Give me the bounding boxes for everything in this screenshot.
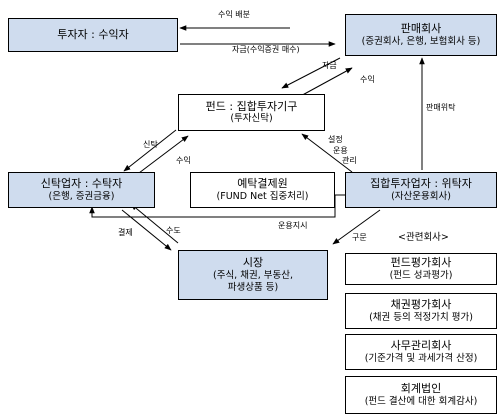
related-item-title: 펀드평가회사 xyxy=(390,256,452,270)
label-profit-sales: 수익 xyxy=(360,75,375,84)
investor-box: 투자자 : 수익자 xyxy=(8,18,178,52)
arrow-setup xyxy=(301,133,353,173)
arrow-profit-to-trustee xyxy=(134,135,189,177)
related-item-bond-rating: 채권평가회사 (채권 등의 적정가치 평가) xyxy=(345,293,497,329)
fund-box: 펀드 : 집합투자기구 (투자신탁) xyxy=(178,94,325,131)
related-item-sub: (펀드 결산에 대한 회계감사) xyxy=(364,395,478,407)
depository-title: 예탁결제원 xyxy=(237,177,288,191)
arrow-fund-to-fund xyxy=(281,57,341,89)
related-item-title: 사무관리회사 xyxy=(390,339,452,353)
arrow-outsourcing xyxy=(332,209,381,245)
related-item-sub: (펀드 성과평가) xyxy=(389,269,453,281)
related-item-sub: (채권 등의 적정가치 평가) xyxy=(369,311,473,323)
market-line3: 파생상품 등) xyxy=(227,281,279,293)
trustee-title: 신탁업자 : 수탁자 xyxy=(40,177,123,191)
related-item-sub: (기준가격 및 과세가격 산정) xyxy=(364,352,478,364)
sales-company-box: 판매회사 (증권회사, 은행, 보험회사 등) xyxy=(345,14,497,56)
label-trust: 신탁 xyxy=(143,140,158,149)
depository-sub: (FUND Net 집중처리) xyxy=(216,190,309,202)
market-line2: (주식, 채권, 부동산, xyxy=(213,270,293,281)
label-payment: 자금(수익증권 매수) xyxy=(232,45,300,54)
trustee-box: 신탁업자 : 수탁자 (은행, 증권금융) xyxy=(8,172,155,208)
related-item-admin: 사무관리회사 (기준가격 및 과세가격 산정) xyxy=(345,334,497,370)
depository-box: 예탁결제원 (FUND Net 집중처리) xyxy=(190,172,335,208)
market-box: 시장 (주식, 채권, 부동산, 파생상품 등) xyxy=(178,250,328,300)
label-profit-trust: 수익 xyxy=(176,156,191,165)
related-item-accounting: 회계법인 (펀드 결산에 대한 회계감사) xyxy=(345,376,497,414)
label-sales-delegation: 판매위탁 xyxy=(426,103,456,112)
asset-manager-box: 집합투자업자 : 위탁자 (자산운용회사) xyxy=(345,172,497,208)
related-item-fund-rating: 펀드평가회사 (펀드 성과평가) xyxy=(345,253,497,285)
asset-manager-sub: (자산운용회사) xyxy=(391,190,451,202)
fund-sub: (투자신탁) xyxy=(230,113,273,125)
asset-manager-title: 집합투자업자 : 위탁자 xyxy=(370,177,472,191)
sales-company-sub: (증권회사, 은행, 보험회사 등) xyxy=(361,35,481,47)
label-outsourcing: 구문 xyxy=(352,233,367,242)
label-setup-3: 관리 xyxy=(342,156,357,165)
market-title: 시장 xyxy=(242,256,264,270)
related-item-title: 채권평가회사 xyxy=(390,298,452,312)
arrow-trust xyxy=(123,129,177,172)
label-setup-2: 운용 xyxy=(333,146,348,155)
label-operating-instruction: 운용지시 xyxy=(278,221,308,230)
related-item-title: 회계법인 xyxy=(400,382,442,396)
arrow-operating-instruction xyxy=(89,194,345,218)
label-delivery: 수도 xyxy=(166,226,181,235)
arrow-profit-to-sales xyxy=(296,67,353,99)
label-setup-1: 설정 xyxy=(328,135,343,144)
trustee-sub: (은행, 증권금융) xyxy=(48,190,115,202)
related-companies-header: <관련회사> xyxy=(398,232,449,243)
sales-company-title: 판매회사 xyxy=(400,22,442,36)
fund-title: 펀드 : 집합투자기구 xyxy=(205,99,298,113)
investor-label: 투자자 : 수익자 xyxy=(57,28,129,42)
label-settlement: 결제 xyxy=(118,228,133,237)
label-profit-distribution: 수익 배분 xyxy=(218,10,250,19)
label-fund-in: 자금 xyxy=(322,61,337,70)
arrow-settlement xyxy=(121,209,172,251)
arrow-delivery xyxy=(130,203,179,244)
